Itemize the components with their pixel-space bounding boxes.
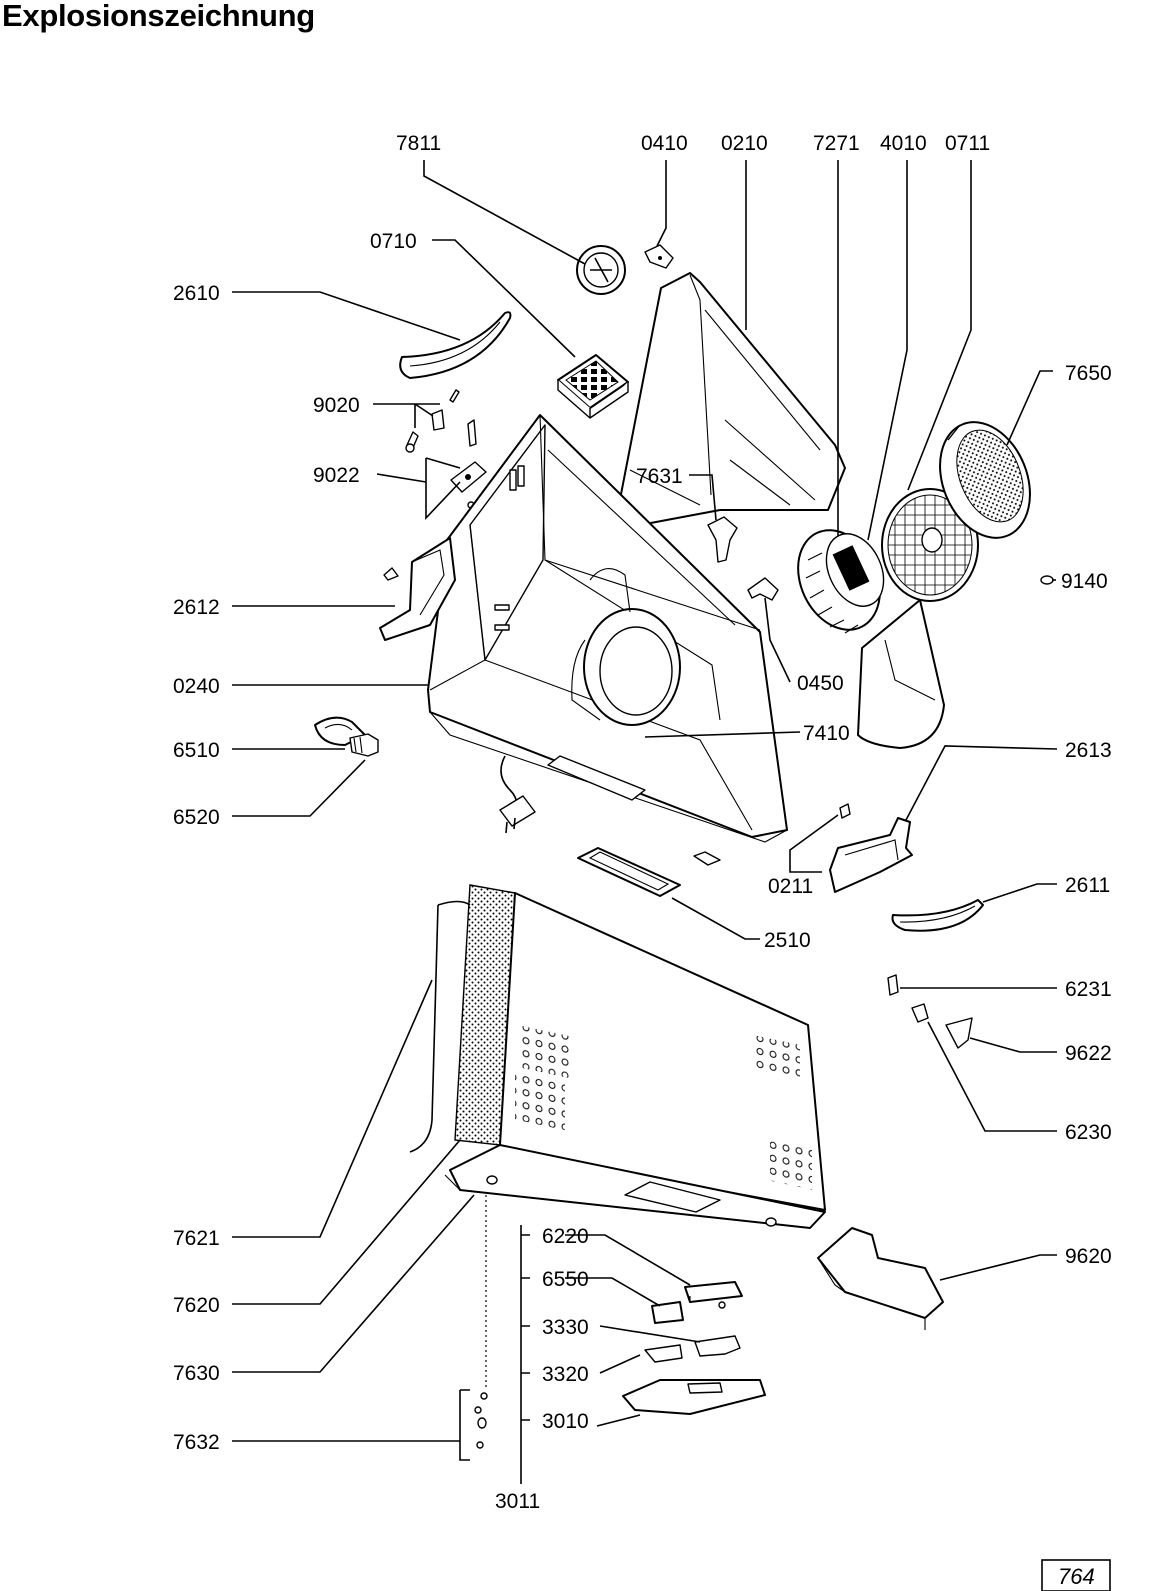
page-number: 764 bbox=[1058, 1564, 1095, 1589]
label-7630: 7630 bbox=[173, 1362, 220, 1385]
control-module-6220 bbox=[684, 1281, 743, 1309]
label-2612: 2612 bbox=[173, 596, 220, 619]
label-6550: 6550 bbox=[542, 1268, 589, 1291]
leader-lines bbox=[232, 160, 1058, 1484]
label-0711: 0711 bbox=[945, 132, 990, 155]
label-2613: 2613 bbox=[1065, 739, 1112, 762]
label-7271: 7271 bbox=[813, 132, 860, 155]
lamp-bulb-part bbox=[349, 733, 379, 757]
label-2610: 2610 bbox=[173, 282, 220, 305]
bracket-part-7631 bbox=[707, 516, 738, 563]
screw-part-0211 bbox=[839, 803, 851, 819]
side-bracket-part-2613 bbox=[829, 817, 913, 893]
fan-wheel-part bbox=[797, 529, 885, 634]
end-cover-part bbox=[817, 1227, 944, 1330]
page-title: Explosionszeichnung bbox=[2, 0, 315, 33]
label-7620: 7620 bbox=[173, 1294, 220, 1317]
round-cap-part bbox=[576, 245, 626, 295]
label-0240: 0240 bbox=[173, 675, 220, 698]
control-board-part bbox=[622, 1379, 766, 1415]
label-0710: 0710 bbox=[370, 230, 417, 253]
hood-housing-part bbox=[427, 414, 788, 866]
page-number-box: 764 bbox=[1041, 1559, 1111, 1591]
motor-part bbox=[857, 599, 945, 749]
label-0410: 0410 bbox=[641, 132, 688, 155]
label-7650: 7650 bbox=[1065, 362, 1112, 385]
control-module-6550 bbox=[651, 1301, 684, 1324]
label-7621: 7621 bbox=[173, 1227, 220, 1250]
grease-filter-part bbox=[557, 354, 629, 419]
label-9140: 9140 bbox=[1061, 570, 1108, 593]
label-9620: 9620 bbox=[1065, 1245, 1112, 1268]
cover-part-9622 bbox=[945, 1017, 973, 1049]
fan-guard-part bbox=[881, 488, 979, 602]
label-9020: 9020 bbox=[313, 394, 360, 417]
front-panel-part bbox=[409, 884, 826, 1229]
label-2611: 2611 bbox=[1065, 874, 1110, 897]
label-6230: 6230 bbox=[1065, 1121, 1112, 1144]
side-bracket-part-2612 bbox=[379, 537, 456, 641]
curved-strip-part-2611 bbox=[891, 899, 984, 932]
label-3011: 3011 bbox=[495, 1490, 540, 1513]
label-3320: 3320 bbox=[542, 1363, 589, 1386]
clip-part-0410 bbox=[644, 244, 674, 269]
label-7410: 7410 bbox=[803, 722, 850, 745]
label-0210: 0210 bbox=[721, 132, 768, 155]
curved-strip-part-2610 bbox=[399, 311, 512, 379]
power-cord-part bbox=[499, 755, 536, 834]
screws-part-9020 bbox=[405, 389, 460, 453]
label-7631: 7631 bbox=[636, 465, 683, 488]
lock-parts-9022 bbox=[450, 419, 487, 509]
label-6520: 6520 bbox=[173, 806, 220, 829]
clip-part-0450 bbox=[747, 577, 779, 601]
label-9622: 9622 bbox=[1065, 1042, 1112, 1065]
label-7632: 7632 bbox=[173, 1431, 220, 1454]
label-3330: 3330 bbox=[542, 1316, 589, 1339]
label-3010: 3010 bbox=[542, 1410, 589, 1433]
screw-set-part bbox=[474, 1392, 488, 1449]
part-number-labels: 7811 0410 0210 7271 4010 0711 0710 2610 … bbox=[173, 132, 1112, 1513]
label-6231: 6231 bbox=[1065, 978, 1112, 1001]
button-part-3330 bbox=[694, 1335, 741, 1357]
label-6510: 6510 bbox=[173, 739, 220, 762]
carbon-filter-part bbox=[939, 421, 1031, 539]
label-4010: 4010 bbox=[880, 132, 927, 155]
switch-part-6230 bbox=[911, 1003, 929, 1023]
button-part-3320 bbox=[644, 1344, 683, 1363]
label-0211: 0211 bbox=[768, 875, 813, 898]
light-window-part bbox=[577, 847, 681, 897]
switch-part-6231 bbox=[887, 974, 899, 996]
ring-part-9140 bbox=[1040, 575, 1054, 585]
label-6220: 6220 bbox=[542, 1225, 589, 1248]
label-2510: 2510 bbox=[764, 929, 811, 952]
label-7811: 7811 bbox=[396, 132, 441, 155]
label-0450: 0450 bbox=[797, 672, 844, 695]
label-9022: 9022 bbox=[313, 464, 360, 487]
